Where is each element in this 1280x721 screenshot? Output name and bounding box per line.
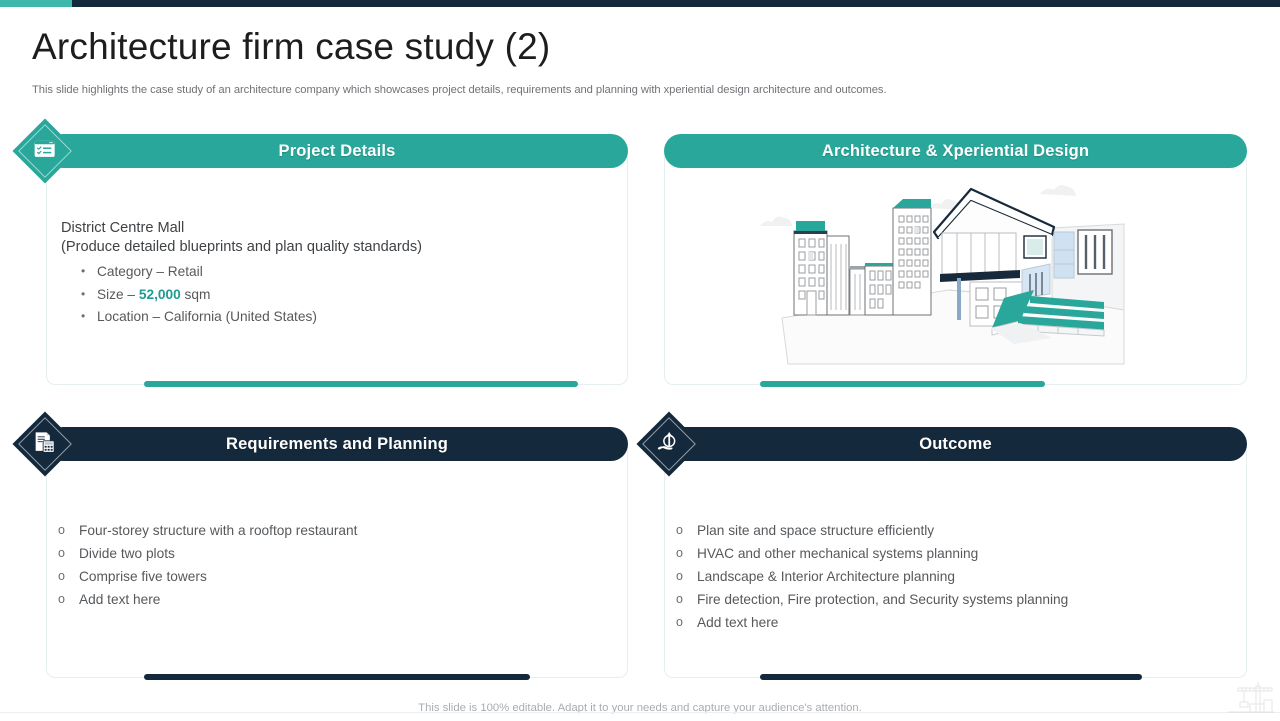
document-calculator-icon bbox=[34, 431, 56, 458]
list-item: Divide two plots bbox=[55, 542, 595, 565]
attribute-text: Category – Retail bbox=[97, 264, 203, 279]
attribute-text: Size – bbox=[97, 286, 139, 302]
top-accent-bar bbox=[0, 0, 1280, 7]
list-item: HVAC and other mechanical systems planni… bbox=[673, 542, 1228, 565]
page-subtitle: This slide highlights the case study of … bbox=[32, 84, 887, 96]
footer-divider bbox=[0, 712, 1280, 713]
construction-crane-icon bbox=[1226, 682, 1274, 716]
list-item: Landscape & Interior Architecture planni… bbox=[673, 565, 1228, 588]
project-details-body: District Centre Mall (Produce detailed b… bbox=[61, 219, 561, 329]
card-header-architecture-design[interactable]: Architecture & Xperiential Design bbox=[664, 134, 1247, 168]
badge-outcome bbox=[636, 411, 702, 477]
checklist-icon bbox=[34, 140, 56, 163]
list-item: Four-storey structure with a rooftop res… bbox=[55, 519, 595, 542]
card-bottom-rule bbox=[760, 674, 1142, 680]
attribute-highlight: 52,000 bbox=[138, 286, 181, 302]
list-item: Size – 52,000 sqm bbox=[61, 283, 561, 307]
list-item: Plan site and space structure efficientl… bbox=[673, 519, 1228, 542]
list-item: Comprise five towers bbox=[55, 565, 595, 588]
card-title-outcome: Outcome bbox=[919, 434, 992, 453]
card-bottom-rule bbox=[144, 674, 530, 680]
badge-requirements-planning bbox=[12, 411, 78, 477]
card-header-outcome[interactable]: Outcome bbox=[664, 427, 1247, 461]
top-accent-bar-teal-segment bbox=[0, 0, 72, 7]
project-description: (Produce detailed blueprints and plan qu… bbox=[61, 239, 423, 255]
badge-project-details bbox=[12, 118, 78, 184]
list-item: Category – Retail bbox=[61, 260, 561, 284]
list-item: Add text here bbox=[673, 611, 1228, 634]
list-item: Location – California (United States) bbox=[61, 305, 561, 329]
outcome-body: Plan site and space structure efficientl… bbox=[673, 519, 1228, 634]
card-title-architecture-design: Architecture & Xperiential Design bbox=[821, 141, 1090, 160]
requirements-list: Four-storey structure with a rooftop res… bbox=[55, 519, 595, 611]
list-item: Fire detection, Fire protection, and Sec… bbox=[673, 588, 1228, 611]
project-attribute-list: Category – Retail Size – 52,000 sqm Loca… bbox=[61, 260, 561, 329]
card-title-project-details: Project Details bbox=[278, 141, 396, 160]
requirements-planning-body: Four-storey structure with a rooftop res… bbox=[55, 519, 595, 611]
page-title: Architecture firm case study (2) bbox=[32, 26, 551, 67]
outcome-list: Plan site and space structure efficientl… bbox=[673, 519, 1228, 634]
footer-note: This slide is 100% editable. Adapt it to… bbox=[418, 702, 862, 714]
card-title-requirements-planning: Requirements and Planning bbox=[226, 434, 448, 453]
attribute-text: Location – California (United States) bbox=[97, 309, 317, 324]
hand-target-icon bbox=[657, 431, 681, 458]
card-bottom-rule bbox=[144, 381, 578, 387]
architecture-buildings-illustration bbox=[752, 178, 1152, 378]
card-header-requirements-planning[interactable]: Requirements and Planning bbox=[46, 427, 628, 461]
project-name: District Centre Mall bbox=[61, 220, 185, 236]
card-bottom-rule bbox=[760, 381, 1045, 387]
list-item: Add text here bbox=[55, 588, 595, 611]
attribute-suffix: sqm bbox=[180, 286, 211, 302]
card-header-project-details[interactable]: Project Details bbox=[46, 134, 628, 168]
